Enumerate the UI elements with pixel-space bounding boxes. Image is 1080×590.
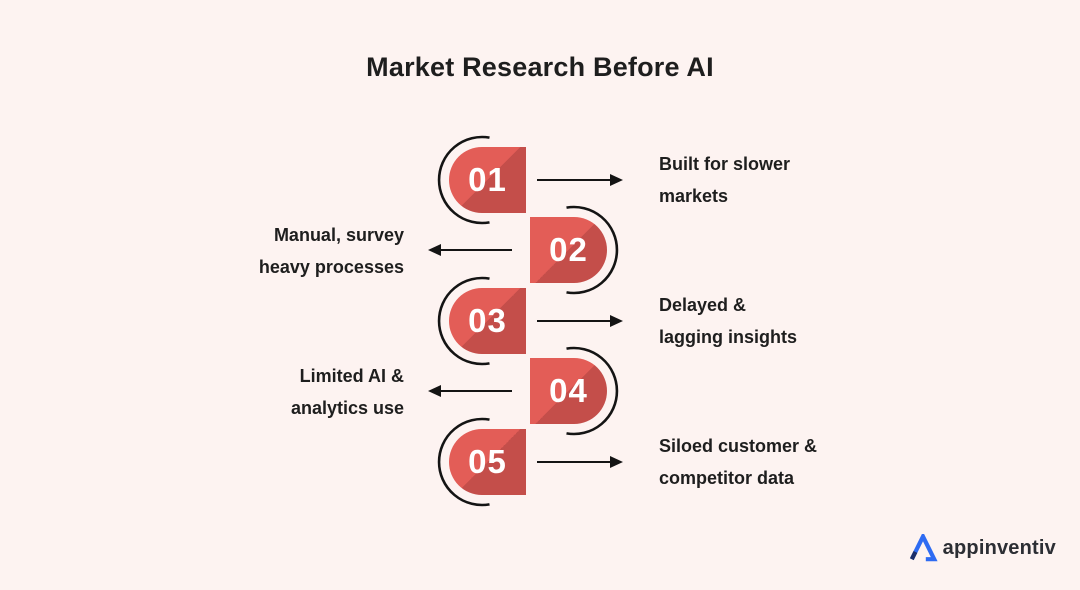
step-04-pill: 04 xyxy=(530,358,607,424)
arrow-right-icon xyxy=(537,455,623,469)
step-04-label: Limited AI & analytics use xyxy=(291,360,404,424)
arrow-left-icon xyxy=(428,243,512,257)
step-02-label-line1: Manual, survey xyxy=(273,225,404,245)
step-04-arc-icon xyxy=(566,346,619,436)
step-05-arc-icon xyxy=(437,417,490,507)
step-05-label-line1: Siloed customer & xyxy=(659,436,818,456)
step-02-label-line2: heavy processes xyxy=(258,257,404,277)
step-01-pill: 01 xyxy=(449,147,526,213)
step-05-label: Siloed customer & competitor data xyxy=(659,430,817,494)
arrow-right-icon xyxy=(537,173,623,187)
step-02-number: 02 xyxy=(549,231,588,268)
step-03-pill: 03 xyxy=(449,288,526,354)
step-01-label: Built for slower markets xyxy=(659,148,790,212)
brand-logo: appinventiv xyxy=(908,534,1056,562)
step-04-label-line2: analytics use xyxy=(290,398,404,418)
step-02-label: Manual, survey heavy processes xyxy=(259,219,404,283)
step-02-pill: 02 xyxy=(530,217,607,283)
appinventiv-wordmark: appinventiv xyxy=(942,536,1056,559)
step-03-label-line2: lagging insights xyxy=(659,327,797,347)
step-03-number: 03 xyxy=(468,302,507,339)
appinventiv-a-mark-icon xyxy=(909,534,938,562)
step-05-number: 05 xyxy=(468,443,507,480)
step-03-arc-icon xyxy=(437,276,490,366)
step-04-number: 04 xyxy=(549,372,588,409)
page-title: Market Research Before AI xyxy=(366,52,714,82)
step-03-label: Delayed & lagging insights xyxy=(659,289,797,353)
step-03-label-line1: Delayed & xyxy=(659,295,747,315)
step-02-arc-icon xyxy=(566,205,619,295)
step-05-pill: 05 xyxy=(449,429,526,495)
step-05-label-line2: competitor data xyxy=(659,468,795,488)
arrow-right-icon xyxy=(537,314,623,328)
step-01-label-line2: markets xyxy=(659,186,729,206)
step-01-arc-icon xyxy=(437,135,490,225)
arrow-left-icon xyxy=(428,384,512,398)
step-01-label-line1: Built for slower xyxy=(659,154,791,174)
step-04-label-line1: Limited AI & xyxy=(299,366,404,386)
step-01-number: 01 xyxy=(468,161,507,198)
